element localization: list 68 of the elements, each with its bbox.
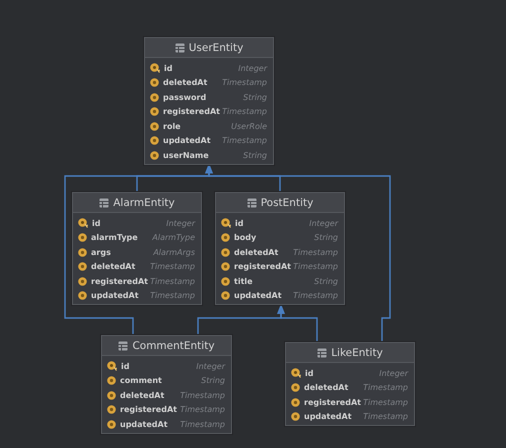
- field-name: registeredAt: [304, 398, 361, 407]
- field-type: Timestamp: [222, 107, 267, 116]
- field-type: AlarmArgs: [153, 248, 195, 257]
- inheritance-arrow: [277, 304, 318, 342]
- field-type: Integer: [166, 218, 195, 228]
- field-type: Timestamp: [293, 248, 338, 257]
- field-type: Integer: [309, 218, 338, 228]
- field-type: Timestamp: [363, 398, 408, 407]
- field-type: Timestamp: [222, 78, 267, 88]
- field-name: registeredAt: [91, 276, 148, 286]
- field-name: updatedAt: [234, 291, 282, 300]
- field-name: deletedAt: [91, 262, 136, 272]
- field-type: String: [201, 376, 225, 386]
- field-type: Timestamp: [293, 262, 338, 272]
- field-type: Integer: [196, 362, 225, 371]
- field-name: id: [305, 368, 314, 378]
- field-name: updatedAt: [304, 412, 352, 422]
- table-name: PostEntity: [260, 196, 314, 208]
- field-name: id: [121, 362, 130, 371]
- field-name: deletedAt: [120, 390, 164, 400]
- field-name: registeredAt: [234, 262, 291, 272]
- field-type: Timestamp: [150, 291, 195, 300]
- field-type: Timestamp: [150, 262, 195, 272]
- table-name: LikeEntity: [331, 346, 383, 358]
- field-type: Timestamp: [363, 383, 408, 392]
- field-name: id: [92, 218, 100, 228]
- field-name: password: [163, 92, 206, 102]
- field-name: alarmType: [91, 233, 138, 242]
- field-type: UserRole: [231, 122, 267, 131]
- field-type: Timestamp: [293, 291, 338, 300]
- field-name: deletedAt: [304, 383, 348, 392]
- field-type: String: [243, 92, 267, 102]
- entity-table: [144, 37, 274, 164]
- field-name: body: [234, 233, 256, 242]
- field-type: Timestamp: [363, 412, 408, 422]
- field-type: Timestamp: [180, 420, 225, 429]
- field-type: String: [243, 150, 267, 160]
- entity-table: [285, 342, 415, 426]
- inheritance-arrow: [205, 164, 391, 342]
- field-type: Timestamp: [180, 405, 225, 414]
- field-name: updatedAt: [163, 136, 211, 146]
- table-name: UserEntity: [188, 42, 244, 54]
- field-name: deletedAt: [163, 78, 208, 88]
- entity-table: [215, 192, 345, 305]
- entity-table: [101, 335, 232, 434]
- field-name: deletedAt: [234, 248, 278, 257]
- field-name: userName: [163, 150, 209, 160]
- field-name: updatedAt: [91, 291, 139, 300]
- field-name: updatedAt: [120, 420, 168, 429]
- field-type: Timestamp: [222, 136, 267, 146]
- field-type: Timestamp: [150, 276, 195, 286]
- field-name: id: [164, 64, 172, 73]
- field-type: String: [314, 233, 338, 242]
- field-type: Timestamp: [180, 390, 225, 400]
- table-name: AlarmEntity: [113, 196, 175, 208]
- field-type: String: [314, 276, 338, 286]
- field-name: comment: [120, 376, 162, 386]
- field-name: role: [163, 122, 181, 131]
- table-name: CommentEntity: [132, 340, 215, 352]
- field-name: title: [234, 276, 253, 286]
- entity-table: [72, 192, 202, 305]
- field-name: registeredAt: [120, 405, 177, 414]
- field-name: args: [91, 248, 111, 257]
- field-name: registeredAt: [163, 107, 220, 116]
- field-name: id: [235, 218, 244, 228]
- field-type: Integer: [379, 368, 408, 378]
- field-type: AlarmType: [152, 233, 195, 242]
- field-type: Integer: [238, 64, 267, 73]
